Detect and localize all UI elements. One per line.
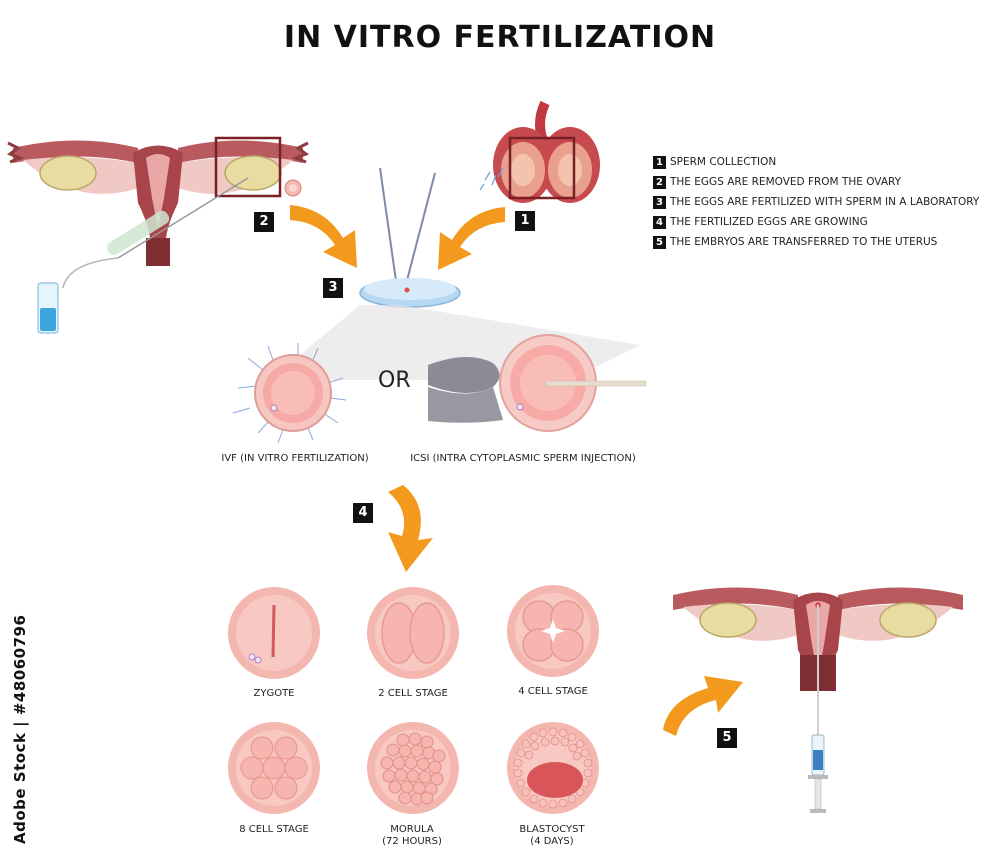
two-cell-label: 2 CELL STAGE bbox=[378, 688, 448, 699]
legend: 1 SPERM COLLECTION 2 THE EGGS ARE REMOVE… bbox=[653, 152, 998, 252]
arrow-eggs-to-dish bbox=[290, 205, 357, 268]
uterus-transfer-illustration bbox=[673, 587, 963, 813]
morula-label: MORULA (72 HOURS) bbox=[372, 824, 452, 848]
step-badge-5: 5 bbox=[717, 728, 737, 748]
blastocyst-label: BLASTOCYST (4 DAYS) bbox=[512, 824, 592, 848]
testes-illustration bbox=[479, 100, 600, 203]
legend-text: THE EMBRYOS ARE TRANSFERRED TO THE UTERU… bbox=[670, 236, 938, 248]
step-badge-2: 2 bbox=[254, 212, 274, 232]
blastocyst-stage bbox=[507, 722, 599, 814]
legend-number: 1 bbox=[653, 155, 666, 169]
step-badge-4: 4 bbox=[353, 503, 373, 523]
legend-number: 2 bbox=[653, 175, 666, 189]
blastocyst-label-line2: (4 DAYS) bbox=[530, 836, 574, 847]
zygote-cell bbox=[228, 587, 320, 679]
petri-dish-illustration bbox=[359, 167, 461, 308]
ivf-egg-illustration bbox=[232, 343, 347, 444]
morula-label-line1: MORULA bbox=[390, 824, 434, 835]
two-cell-stage bbox=[367, 587, 459, 679]
legend-number: 3 bbox=[653, 195, 666, 209]
legend-number: 4 bbox=[653, 215, 666, 229]
arrow-to-development bbox=[388, 485, 433, 572]
step-badge-1: 1 bbox=[515, 211, 535, 231]
legend-item-2: 2 THE EGGS ARE REMOVED FROM THE OVARY bbox=[653, 172, 998, 192]
legend-item-1: 1 SPERM COLLECTION bbox=[653, 152, 998, 172]
legend-text: THE EGGS ARE FERTILIZED WITH SPERM IN A … bbox=[670, 196, 980, 208]
ivf-label: IVF (IN VITRO FERTILIZATION) bbox=[221, 453, 369, 464]
zygote-label: ZYGOTE bbox=[253, 688, 295, 699]
arrow-sperm-to-dish bbox=[438, 207, 505, 270]
page-title: IN VITRO FERTILIZATION bbox=[283, 20, 717, 55]
arrow-to-transfer bbox=[663, 676, 743, 736]
morula-stage bbox=[367, 722, 459, 814]
legend-text: THE EGGS ARE REMOVED FROM THE OVARY bbox=[670, 176, 902, 188]
legend-text: THE FERTILIZED EGGS ARE GROWING bbox=[670, 216, 868, 228]
legend-item-4: 4 THE FERTILIZED EGGS ARE GROWING bbox=[653, 212, 998, 232]
legend-item-3: 3 THE EGGS ARE FERTILIZED WITH SPERM IN … bbox=[653, 192, 998, 212]
four-cell-label: 4 CELL STAGE bbox=[518, 686, 588, 697]
legend-text: SPERM COLLECTION bbox=[670, 156, 777, 168]
stock-watermark: Adobe Stock | #48060796 bbox=[10, 614, 30, 855]
legend-item-5: 5 THE EMBRYOS ARE TRANSFERRED TO THE UTE… bbox=[653, 232, 998, 252]
eight-cell-stage bbox=[228, 722, 320, 814]
legend-number: 5 bbox=[653, 235, 666, 249]
uterus-retrieval-illustration bbox=[6, 136, 310, 334]
icsi-egg-illustration bbox=[428, 334, 647, 432]
blastocyst-label-line1: BLASTOCYST bbox=[519, 824, 585, 835]
or-label: OR bbox=[378, 368, 411, 393]
four-cell-stage bbox=[507, 585, 599, 677]
morula-label-line2: (72 HOURS) bbox=[382, 836, 442, 847]
step-badge-3: 3 bbox=[323, 278, 343, 298]
eight-cell-label: 8 CELL STAGE bbox=[239, 824, 309, 835]
stock-watermark-text: Adobe Stock | #48060796 bbox=[11, 614, 29, 844]
icsi-label: ICSI (INTRA CYTOPLASMIC SPERM INJECTION) bbox=[410, 453, 636, 464]
